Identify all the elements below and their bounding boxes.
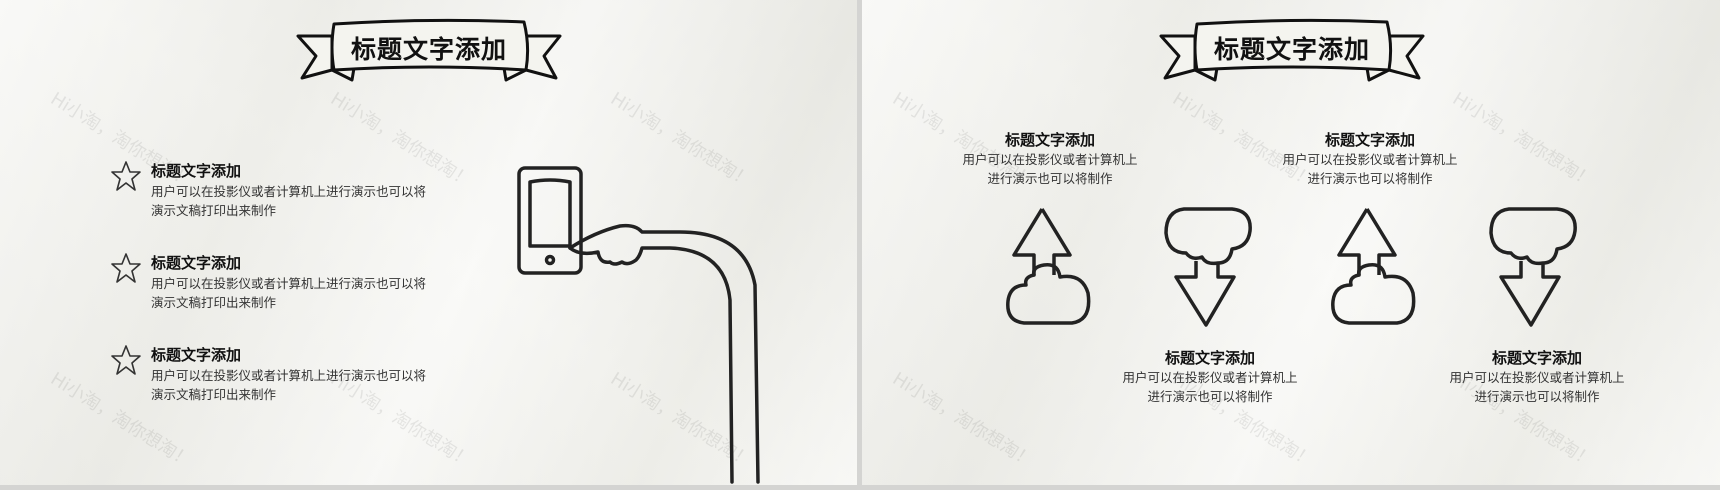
slide-1[interactable]: Hi小淘，淘你想淘！ Hi小淘，淘你想淘！ Hi小淘，淘你想淘！ Hi小淘，淘你…: [0, 0, 857, 485]
block-title: 标题文字添加: [1324, 131, 1415, 149]
star-icon: [111, 161, 141, 191]
item-title: 标题文字添加: [151, 254, 242, 272]
cloud-upload-icon: [1006, 208, 1091, 325]
body-line: 用户可以在投影仪或者计算机上进行演示也可以将: [151, 368, 427, 383]
body-line: 进行演示也可以将制作: [987, 171, 1113, 186]
ribbon-banner-icon: [296, 18, 562, 82]
body-line: 用户可以在投影仪或者计算机上: [1282, 152, 1458, 167]
title-banner: 标题文字添加: [1157, 18, 1427, 86]
text-block: 标题文字添加 用户可以在投影仪或者计算机上 进行演示也可以将制作: [1110, 348, 1310, 406]
banner-title: 标题文字添加: [1213, 35, 1370, 64]
slide-2[interactable]: Hi小淘，淘你想淘！ Hi小淘，淘你想淘！ Hi小淘，淘你想淘！ Hi小淘，淘你…: [862, 0, 1720, 485]
title-banner: 标题文字添加: [294, 18, 564, 86]
star-icon: [111, 253, 141, 283]
block-title: 标题文字添加: [1491, 349, 1582, 367]
cloud-download-icon: [1489, 207, 1577, 327]
body-line: 演示文稿打印出来制作: [151, 203, 277, 218]
watermark: Hi小淘，淘你想淘！: [888, 368, 1038, 473]
body-line: 演示文稿打印出来制作: [151, 295, 277, 310]
item-body: 用户可以在投影仪或者计算机上进行演示也可以将演示文稿打印出来制作: [151, 274, 451, 312]
hand-touching-phone-icon: [517, 166, 760, 484]
text-block: 标题文字添加 用户可以在投影仪或者计算机上 进行演示也可以将制作: [950, 130, 1150, 188]
body-line: 进行演示也可以将制作: [1474, 389, 1600, 404]
block-title: 标题文字添加: [1164, 349, 1255, 367]
cloud-upload-icon: [1331, 208, 1416, 325]
body-line: 用户可以在投影仪或者计算机上: [1122, 370, 1298, 385]
item-title: 标题文字添加: [151, 162, 242, 180]
body-line: 用户可以在投影仪或者计算机上: [1449, 370, 1625, 385]
body-line: 用户可以在投影仪或者计算机上进行演示也可以将: [151, 276, 427, 291]
body-line: 进行演示也可以将制作: [1307, 171, 1433, 186]
body-line: 用户可以在投影仪或者计算机上: [962, 152, 1138, 167]
ribbon-banner-icon: [1159, 18, 1425, 82]
item-body: 用户可以在投影仪或者计算机上进行演示也可以将演示文稿打印出来制作: [151, 182, 451, 220]
watermark: Hi小淘，淘你想淘！: [1448, 88, 1598, 193]
cloud-download-icon: [1164, 207, 1252, 327]
item-title: 标题文字添加: [151, 346, 242, 364]
text-block: 标题文字添加 用户可以在投影仪或者计算机上 进行演示也可以将制作: [1437, 348, 1637, 406]
body-line: 演示文稿打印出来制作: [151, 387, 277, 402]
body-line: 用户可以在投影仪或者计算机上进行演示也可以将: [151, 184, 427, 199]
banner-title: 标题文字添加: [350, 35, 507, 64]
item-body: 用户可以在投影仪或者计算机上进行演示也可以将演示文稿打印出来制作: [151, 366, 451, 404]
text-block: 标题文字添加 用户可以在投影仪或者计算机上 进行演示也可以将制作: [1270, 130, 1470, 188]
star-icon: [111, 345, 141, 375]
watermark: Hi小淘，淘你想淘！: [326, 88, 476, 193]
body-line: 进行演示也可以将制作: [1147, 389, 1273, 404]
block-title: 标题文字添加: [1004, 131, 1095, 149]
